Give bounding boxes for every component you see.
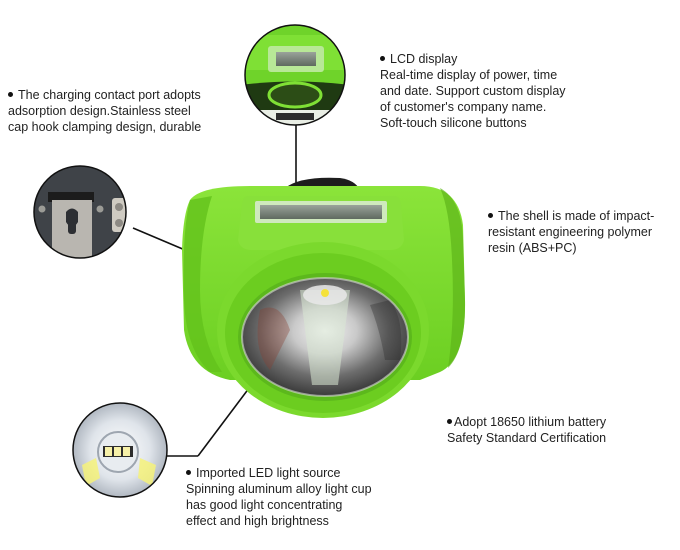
inset-lcd [245, 25, 345, 125]
callout-shell-material: The shell is made of impact- resistant e… [488, 209, 655, 255]
inset-cap-hook [34, 166, 126, 258]
bullet-icon [186, 470, 191, 476]
bullet-icon [447, 419, 452, 425]
bullet-icon [488, 213, 493, 219]
led-chip [321, 289, 329, 297]
bullet-icon [380, 56, 385, 62]
inset-led [73, 403, 167, 497]
callout-charging-port: The charging contact port adopts adsorpt… [8, 88, 202, 134]
callout-battery: Adopt 18650 lithium battery Safety Stand… [447, 415, 607, 445]
callout-led-source: Imported LED light source Spinning alumi… [186, 466, 372, 528]
callout-lcd-display: LCD display Real-time display of power, … [380, 52, 566, 130]
lamp-body [182, 186, 466, 418]
bullet-icon [8, 92, 13, 98]
lcd-screen [260, 205, 382, 219]
